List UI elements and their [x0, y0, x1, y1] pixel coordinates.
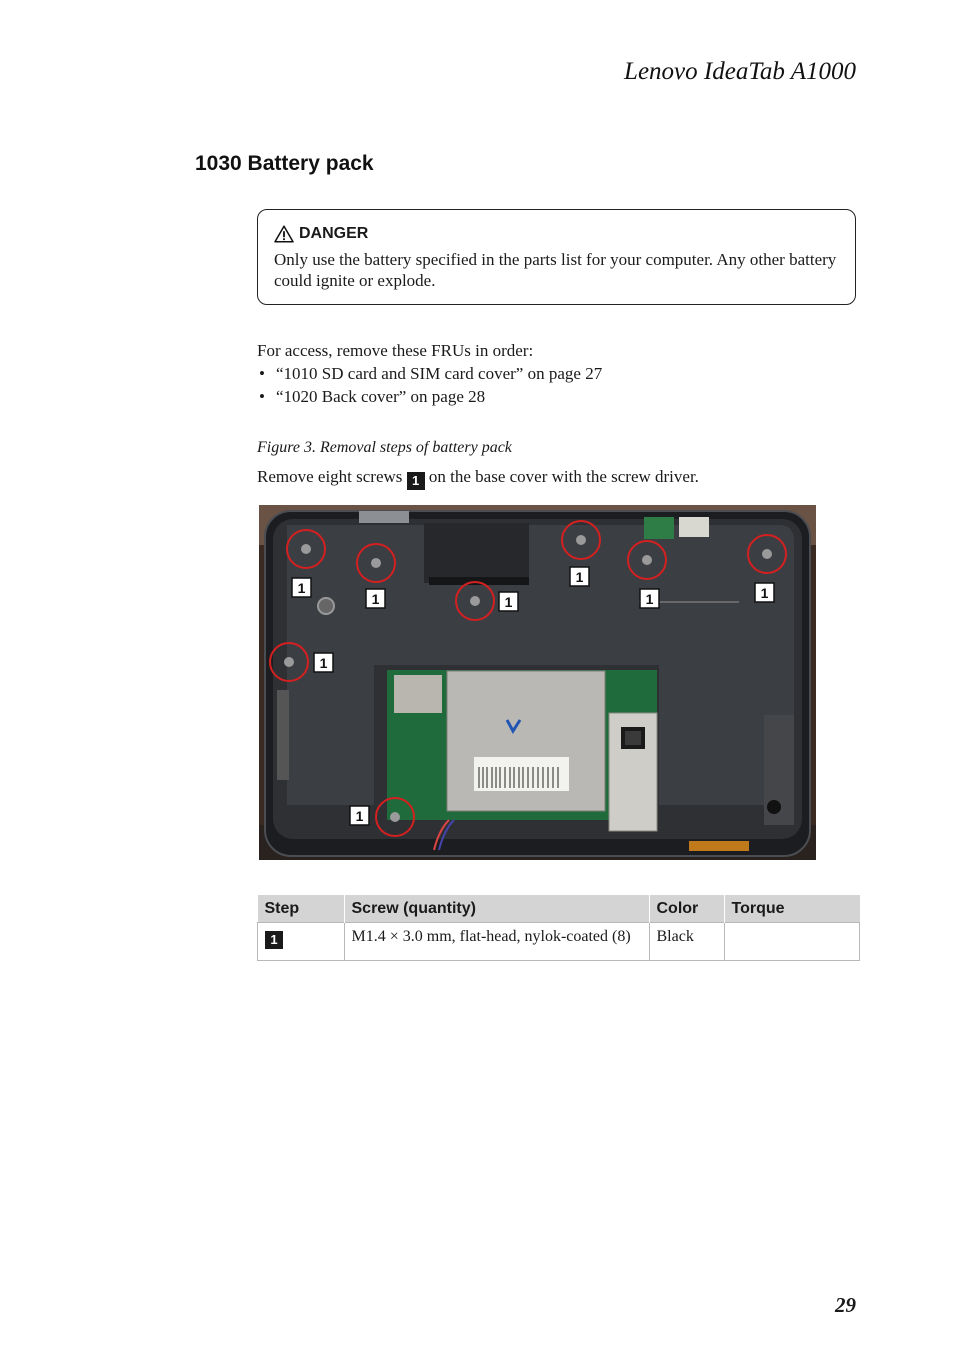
screw-callout: 1 — [286, 529, 326, 598]
battery-removal-photo: 1 1 1 1 1 1 1 1 — [259, 505, 816, 860]
instruction-text-after: on the base cover with the screw driver. — [428, 467, 699, 486]
step-badge: 1 — [265, 931, 283, 949]
table-row: 1 M1.4 × 3.0 mm, flat-head, nylok-coated… — [257, 922, 860, 961]
callout-label: 1 — [372, 591, 380, 607]
step-badge: 1 — [406, 472, 425, 490]
column-header-screw: Screw (quantity) — [343, 895, 649, 923]
instruction-text-before: Remove eight screws — [257, 467, 403, 486]
list-item: •“1020 Back cover” on page 28 — [259, 387, 486, 406]
screw-callout: 1 — [561, 520, 601, 587]
callout-label: 1 — [298, 580, 306, 596]
figure-instruction: Remove eight screws 1 on the base cover … — [257, 465, 699, 490]
screw-table: Step Screw (quantity) Color Torque 1 M1.… — [257, 895, 860, 961]
callout-label: 1 — [505, 594, 513, 610]
screw-callout: 1 — [269, 642, 334, 682]
section-heading: 1030 Battery pack — [195, 152, 374, 175]
color-cell: Black — [648, 922, 725, 961]
fru-item-label: “1010 SD card and SIM card cover” on pag… — [276, 364, 603, 383]
column-header-torque: Torque — [723, 895, 860, 923]
figure-caption: Figure 3. Removal steps of battery pack — [257, 439, 512, 456]
table-header-row: Step Screw (quantity) Color Torque — [257, 895, 860, 923]
fru-list: •“1010 SD card and SIM card cover” on pa… — [257, 362, 602, 408]
screw-callout: 1 — [627, 540, 667, 609]
danger-title: DANGER — [274, 224, 839, 244]
warning-triangle-icon — [274, 225, 294, 243]
callout-label: 1 — [646, 591, 654, 607]
screw-callout: 1 — [349, 797, 415, 837]
column-header-color: Color — [648, 895, 724, 923]
step-cell: 1 — [257, 922, 345, 961]
screw-callout: 1 — [747, 534, 787, 603]
screw-callout: 1 — [356, 543, 396, 609]
torque-cell — [723, 922, 860, 961]
danger-label: DANGER — [299, 225, 369, 242]
fru-item-label: “1020 Back cover” on page 28 — [276, 387, 486, 406]
screw-cell: M1.4 × 3.0 mm, flat-head, nylok-coated (… — [343, 922, 650, 961]
callout-label: 1 — [320, 655, 328, 671]
danger-text: Only use the battery specified in the pa… — [274, 250, 837, 290]
callout-label: 1 — [576, 569, 584, 585]
callout-label: 1 — [356, 808, 364, 824]
page-number: 29 — [835, 1293, 856, 1317]
access-intro: For access, remove these FRUs in order: — [257, 341, 534, 360]
danger-notice: DANGER Only use the battery specified in… — [257, 209, 856, 305]
callout-label: 1 — [761, 585, 769, 601]
header-title: Lenovo IdeaTab A1000 — [624, 58, 856, 85]
column-header-step: Step — [257, 895, 344, 923]
screw-callout: 1 — [455, 581, 519, 621]
list-item: •“1010 SD card and SIM card cover” on pa… — [259, 364, 603, 383]
